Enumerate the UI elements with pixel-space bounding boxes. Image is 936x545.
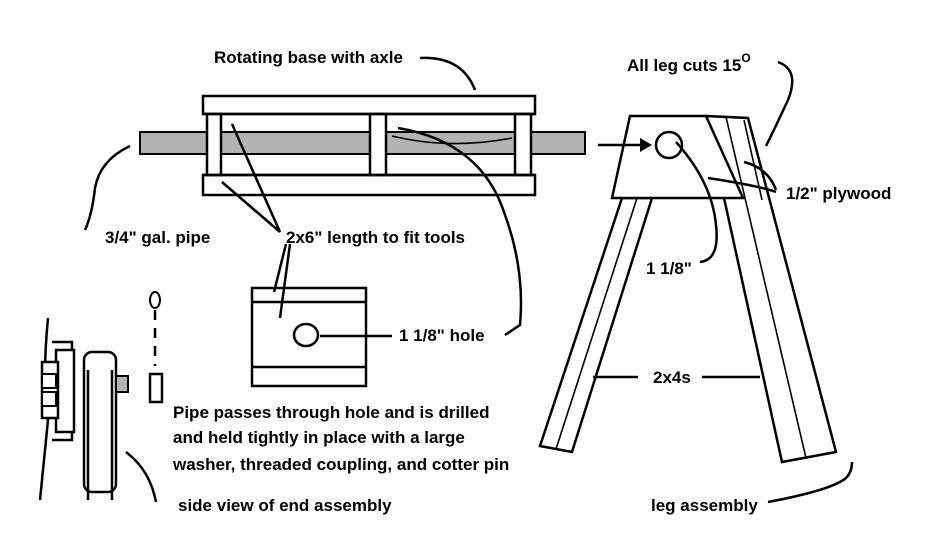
label-rotating-base: Rotating base with axle [214,48,403,67]
degree-symbol: O [741,51,750,65]
label-all-leg-cuts: All leg cuts 15O [627,51,751,75]
axle-pipe [139,131,586,155]
label-pipe-note-1: Pipe passes through hole and is drilled [173,403,489,422]
side-pipe-end [115,375,129,393]
label-plywood: 1/2" plywood [786,184,891,203]
side-view-drawing [38,291,164,503]
base-end-left [205,112,223,177]
label-leg-assembly: leg assembly [651,496,758,515]
label-2x6: 2x6" length to fit tools [286,228,465,247]
cotter-pin-icon [149,291,161,309]
leader-lines [83,56,854,504]
axle-hole [654,130,684,160]
label-1-1-8-hole: 1 1/8" hole [399,326,485,345]
label-2x4s: 2x4s [653,368,691,387]
base-bottom-board [201,173,537,197]
cotter-pin-slot [148,372,164,404]
side-wheel [82,350,118,494]
base-end-right [513,112,533,177]
labels: Rotating base with axle All leg cuts 15O… [105,48,891,515]
base-divider-mid [368,112,388,177]
right-leg [704,114,838,464]
board-hole [292,322,320,348]
label-pipe-note-2: and held tightly in place with a large [173,428,465,447]
label-1-1-8: 1 1/8" [646,259,692,278]
label-side-view: side view of end assembly [178,496,392,515]
base-top-board [201,94,537,116]
rotating-base-assembly [139,94,586,197]
arrow-head-icon [640,138,652,152]
label-pipe-note-3: washer, threaded coupling, and cotter pi… [172,455,509,474]
label-gal-pipe: 3/4" gal. pipe [105,228,210,247]
leg-assembly-drawing [538,114,838,464]
